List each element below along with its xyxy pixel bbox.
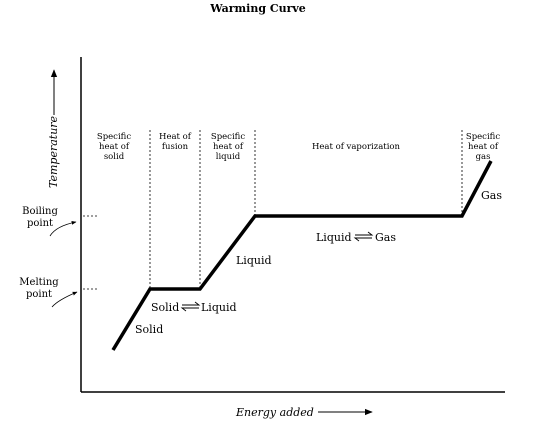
- equilibrium-arrows-icon: [353, 231, 374, 242]
- svg-text:Gas: Gas: [375, 231, 396, 244]
- equilibrium-liquid-gas: Liquid Gas: [316, 231, 396, 244]
- svg-text:Liquid: Liquid: [316, 231, 352, 244]
- region-label-specific-heat-liquid: Specific heat of liquid: [211, 132, 245, 162]
- svg-text:Specific: Specific: [211, 132, 245, 142]
- svg-text:fusion: fusion: [162, 142, 189, 152]
- x-axis-label: Energy added: [235, 406, 314, 419]
- svg-text:Liquid: Liquid: [201, 301, 237, 314]
- equilibrium-solid-liquid: Solid Liquid: [151, 301, 237, 314]
- melting-curved-arrow-icon: [51, 291, 78, 308]
- svg-text:Specific: Specific: [466, 132, 500, 142]
- svg-text:point: point: [26, 289, 52, 300]
- equilibrium-arrows-icon: [180, 301, 201, 312]
- y-axis-label: Temperature: [47, 115, 60, 188]
- state-label-gas: Gas: [481, 189, 502, 202]
- heating-curve: [111, 160, 493, 351]
- svg-text:Heat of: Heat of: [159, 132, 192, 142]
- svg-text:gas: gas: [476, 152, 491, 162]
- svg-text:Melting: Melting: [19, 277, 59, 288]
- region-label-heat-of-vaporization: Heat of vaporization: [312, 142, 401, 152]
- boiling-point-label: Boiling point: [22, 206, 58, 229]
- svg-text:point: point: [27, 218, 53, 229]
- state-label-solid: Solid: [135, 323, 163, 336]
- svg-text:Boiling: Boiling: [22, 206, 58, 217]
- diagram-title: Warming Curve: [209, 2, 306, 15]
- region-label-specific-heat-gas: Specific heat of gas: [466, 132, 500, 162]
- svg-text:heat of: heat of: [213, 142, 244, 152]
- state-label-liquid: Liquid: [236, 254, 272, 267]
- boiling-curved-arrow-icon: [49, 220, 77, 237]
- svg-text:Heat of vaporization: Heat of vaporization: [312, 142, 401, 152]
- svg-text:Specific: Specific: [97, 132, 131, 142]
- svg-text:heat of: heat of: [99, 142, 130, 152]
- svg-text:solid: solid: [104, 152, 125, 162]
- region-label-heat-of-fusion: Heat of fusion: [159, 132, 192, 152]
- svg-text:liquid: liquid: [216, 152, 241, 162]
- region-label-specific-heat-solid: Specific heat of solid: [97, 132, 131, 162]
- svg-text:heat of: heat of: [468, 142, 499, 152]
- melting-point-label: Melting point: [19, 277, 59, 300]
- svg-text:Solid: Solid: [151, 301, 179, 314]
